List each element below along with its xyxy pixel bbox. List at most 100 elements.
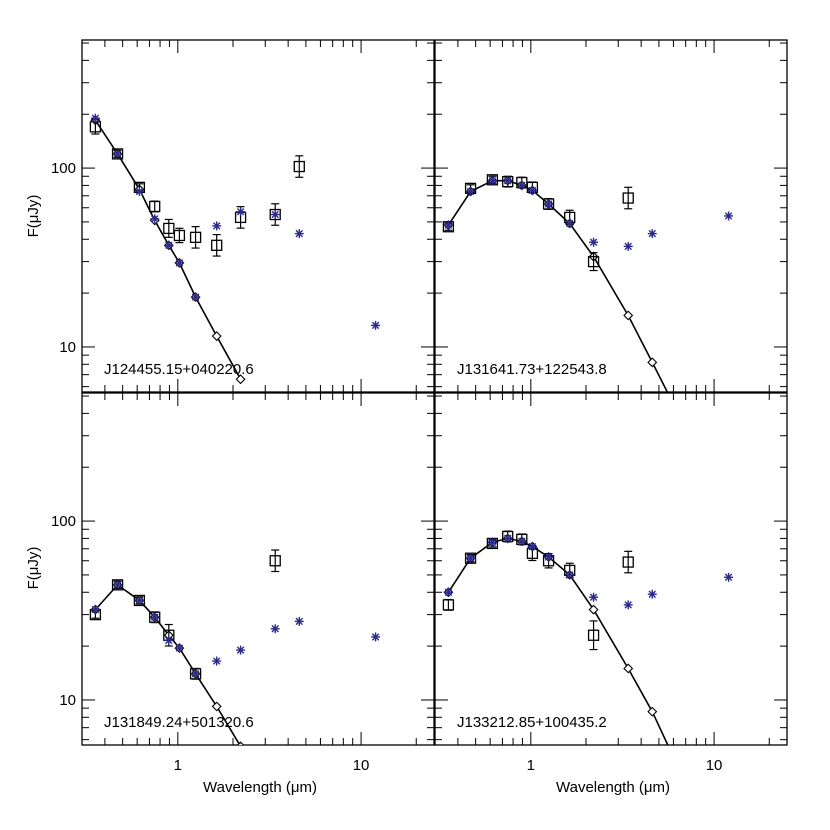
x-tick-label: 10 xyxy=(353,757,370,774)
asterisk-point xyxy=(527,542,537,552)
asterisk-point xyxy=(134,595,144,605)
model-point xyxy=(623,663,634,674)
asterisk-point xyxy=(466,553,476,563)
asterisk-point xyxy=(487,176,497,186)
asterisk-point xyxy=(623,600,633,610)
model-point xyxy=(588,604,599,615)
y-axis-label-top: F(μJy) xyxy=(25,195,42,238)
observed-point xyxy=(189,231,202,243)
source-label: J124455.15+040220.6 xyxy=(104,361,254,378)
plot-area xyxy=(442,530,734,745)
asterisk-point xyxy=(294,229,304,239)
asterisk-point xyxy=(565,570,575,580)
observed-point xyxy=(189,668,202,680)
x-axis-label-left: Wavelength (μm) xyxy=(203,779,317,796)
asterisk-point xyxy=(191,292,201,302)
asterisk-point xyxy=(212,221,222,231)
observed-point xyxy=(622,556,634,568)
model-point xyxy=(211,331,222,342)
x-tick-label: 10 xyxy=(706,757,723,774)
asterisk-point xyxy=(487,537,497,547)
asterisk-point xyxy=(565,218,575,228)
asterisk-point xyxy=(212,656,222,666)
y-tick-label: 10 xyxy=(59,692,76,709)
observed-point xyxy=(149,611,161,623)
plot-area xyxy=(89,113,381,385)
asterisk-point xyxy=(191,669,201,679)
asterisk-point xyxy=(371,632,381,642)
observed-point xyxy=(464,552,477,564)
observed-point xyxy=(133,594,146,607)
model-point xyxy=(647,706,658,717)
asterisk-point xyxy=(647,229,657,239)
asterisk-point xyxy=(174,258,184,268)
asterisk-point xyxy=(90,605,100,615)
asterisk-point xyxy=(270,624,280,634)
observed-point xyxy=(269,208,281,221)
model-point xyxy=(236,741,245,745)
observed-point xyxy=(622,192,634,204)
panel-2: J131641.73+122543.8 xyxy=(434,39,788,393)
asterisk-point xyxy=(724,572,734,582)
x-tick-label: 1 xyxy=(174,757,182,774)
asterisk-point xyxy=(270,210,280,220)
plot-area xyxy=(89,549,381,745)
model-sed-line xyxy=(447,179,669,392)
observed-point xyxy=(293,160,305,173)
observed-point xyxy=(163,222,175,235)
observed-point xyxy=(111,148,124,160)
panel-frame xyxy=(81,39,435,393)
asterisk-point xyxy=(294,616,304,626)
asterisk-point xyxy=(527,185,537,195)
asterisk-point xyxy=(443,587,453,597)
model-point xyxy=(211,701,222,712)
asterisk-point xyxy=(236,645,246,655)
x-tick-label: 1 xyxy=(527,757,535,774)
panel-frame xyxy=(434,392,788,746)
asterisk-point xyxy=(164,240,174,250)
asterisk-point xyxy=(174,643,184,653)
y-tick-label: 10 xyxy=(59,339,76,356)
observed-point xyxy=(442,599,455,611)
asterisk-point xyxy=(724,211,734,221)
asterisk-point xyxy=(517,536,527,546)
asterisk-point xyxy=(113,580,123,590)
observed-point xyxy=(211,239,223,251)
asterisk-point xyxy=(134,186,144,196)
asterisk-point xyxy=(544,199,554,209)
asterisk-point xyxy=(371,320,381,330)
asterisk-point xyxy=(90,113,100,123)
asterisk-point xyxy=(150,612,160,622)
panel-4: 1 10 J133212.85+100435.2 xyxy=(434,392,788,774)
observed-point xyxy=(542,198,555,210)
x-axis-label-right: Wavelength (μm) xyxy=(556,779,670,796)
panel-frame xyxy=(81,392,435,746)
asterisk-point xyxy=(517,180,527,190)
observed-point xyxy=(149,200,161,213)
source-label: J131641.73+122543.8 xyxy=(457,361,607,378)
model-point xyxy=(235,374,246,385)
observed-point xyxy=(587,255,600,268)
asterisk-point xyxy=(164,635,174,645)
observed-point xyxy=(111,579,124,591)
asterisk-point xyxy=(647,589,657,599)
model-point xyxy=(623,310,634,321)
y-tick-label: 100 xyxy=(51,513,76,530)
asterisk-point xyxy=(589,237,599,247)
asterisk-point xyxy=(236,207,246,217)
panel-frame xyxy=(434,39,788,393)
asterisk-point xyxy=(589,592,599,602)
asterisk-point xyxy=(623,241,633,251)
observed-point xyxy=(173,229,186,242)
source-label: J133212.85+100435.2 xyxy=(457,714,607,731)
observed-point xyxy=(587,629,600,641)
asterisk-point xyxy=(544,552,554,562)
asterisk-point xyxy=(503,176,513,186)
asterisk-point xyxy=(466,186,476,196)
model-point xyxy=(647,357,658,368)
y-tick-label: 100 xyxy=(51,160,76,177)
observed-point xyxy=(269,555,281,567)
